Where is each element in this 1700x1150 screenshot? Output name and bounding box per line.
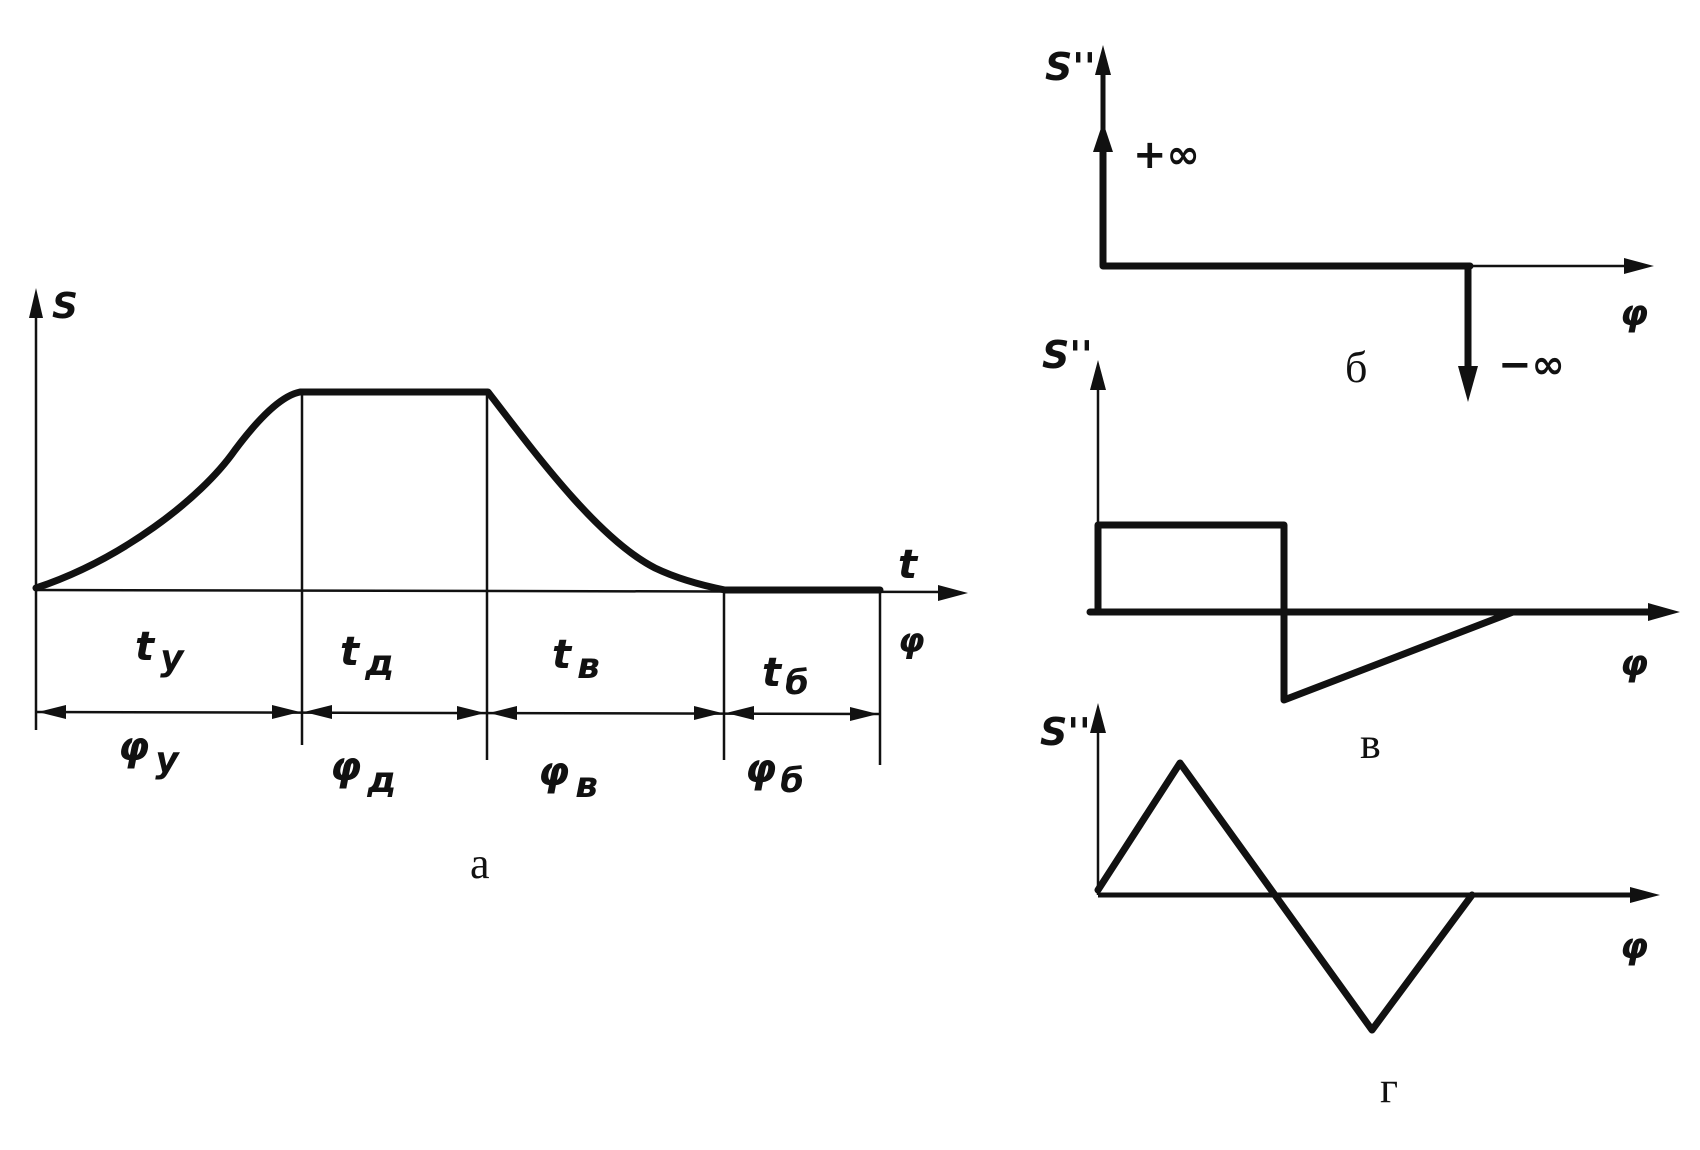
diagram-v: S'' φ в	[1042, 333, 1680, 768]
v-y-axis-label: S''	[1042, 333, 1093, 377]
b-x-axis-label: φ	[1620, 293, 1648, 334]
phi-axis-label: φ	[898, 621, 925, 661]
caption-v: в	[1360, 719, 1381, 768]
plus-infinity-arrow	[1093, 122, 1113, 152]
v-acceleration-graph	[1094, 521, 1517, 704]
b-y-axis-label: S''	[1045, 45, 1096, 89]
g-x-axis-label: φ	[1620, 926, 1648, 967]
plus-infinity-label: +∞	[1133, 132, 1200, 178]
displacement-curve	[32, 388, 884, 594]
dim-arrow-left-2	[304, 705, 332, 719]
dim-arrow-right-2	[457, 706, 485, 720]
b-x-axis-arrow	[1624, 258, 1654, 274]
caption-g: г	[1380, 1063, 1398, 1112]
dim-arrow-right-4	[850, 707, 878, 721]
g-x-axis-arrow	[1630, 887, 1660, 903]
dim-arrow-right-1	[272, 705, 300, 719]
dim-arrow-left-4	[726, 706, 754, 720]
caption-b: б	[1345, 343, 1367, 392]
g-y-axis-arrow	[1090, 703, 1106, 733]
dim-arrow-left-1	[38, 705, 66, 719]
b-y-axis-arrow	[1095, 45, 1111, 75]
dim-arrow-left-3	[489, 706, 517, 720]
s-axis-arrow	[29, 288, 43, 318]
minus-infinity-arrow	[1458, 366, 1478, 402]
dim-arrow-right-3	[694, 706, 722, 720]
s-axis-label: S	[52, 286, 78, 327]
g-y-axis-label: S''	[1040, 710, 1091, 754]
v-y-axis-arrow	[1090, 360, 1106, 390]
v-x-axis-arrow	[1648, 603, 1680, 621]
diagram-b: S'' +∞ φ −∞ б	[1045, 45, 1654, 402]
g-acceleration-graph	[1094, 759, 1476, 1034]
caption-a: а	[470, 839, 490, 888]
v-x-axis-label: φ	[1620, 643, 1648, 684]
t-axis-arrow	[938, 585, 968, 601]
diagram-g: S'' φ г	[1040, 703, 1660, 1112]
minus-infinity-label: −∞	[1498, 342, 1565, 388]
t-axis-label: t	[898, 542, 919, 588]
